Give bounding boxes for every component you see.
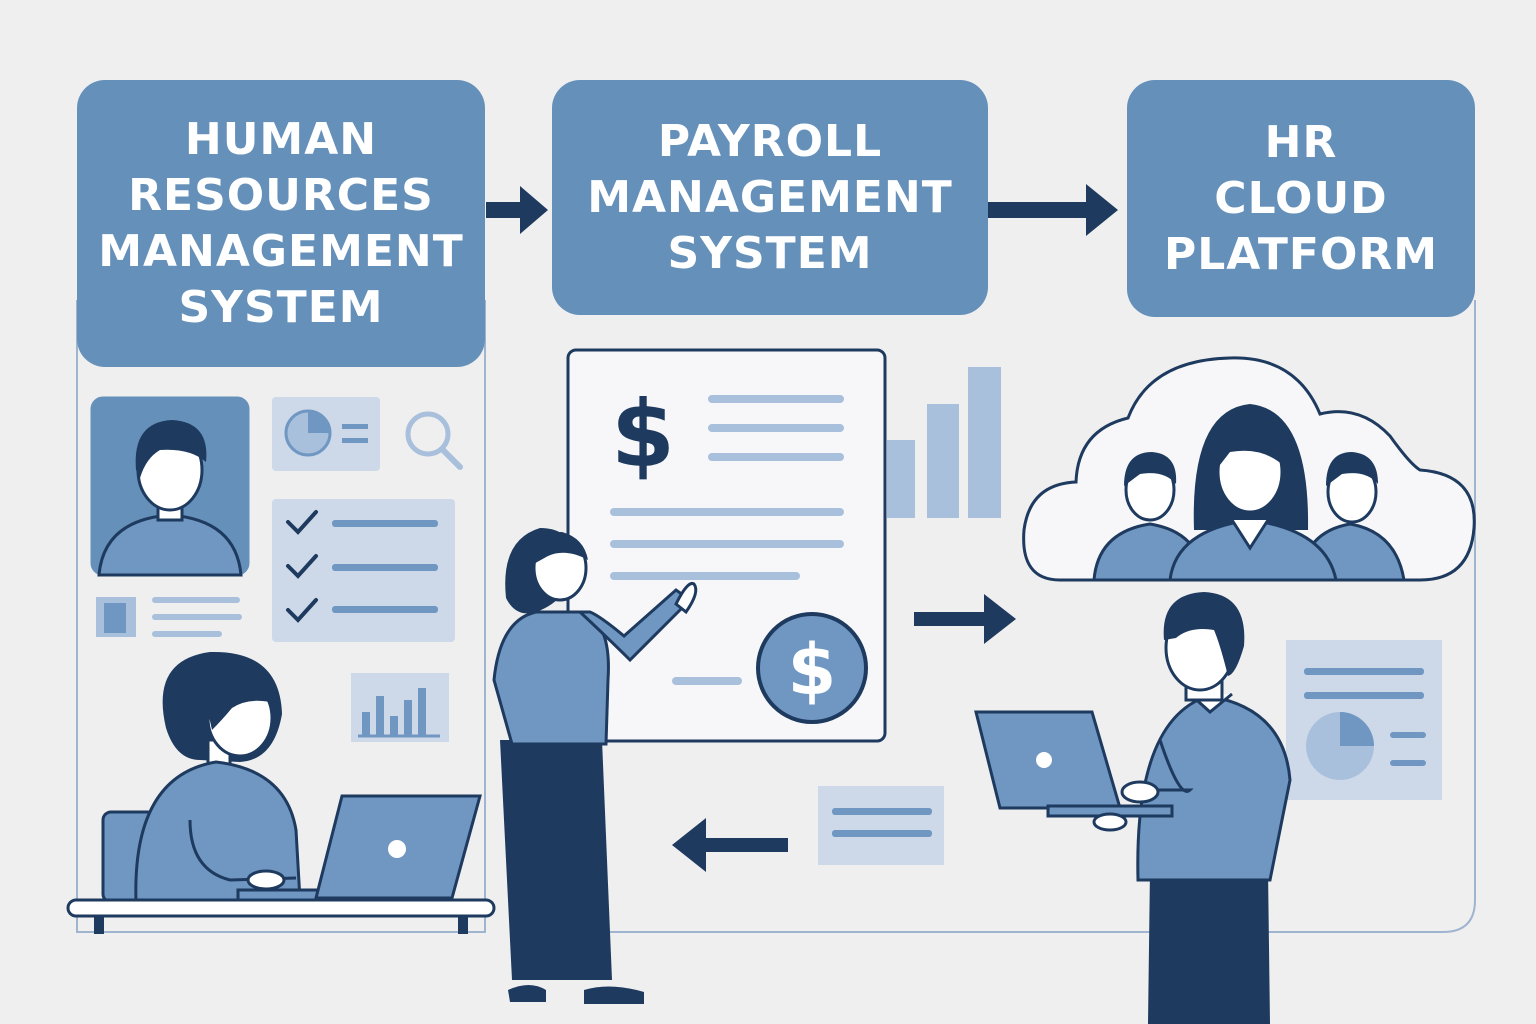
checklist-card [272,499,455,642]
arrow-payroll-to-cloud [988,184,1118,236]
cloud-with-team [1022,356,1476,582]
payslip-dollar-sign: $ [611,381,675,488]
hr-cloud-title-line: PLATFORM [1163,228,1439,280]
pie-chart-widget [272,397,380,471]
payroll-title-line: MANAGEMENT [587,171,953,223]
bar-chart-widget [351,673,449,742]
hrms-header: HUMAN RESOURCES MANAGEMENT SYSTEM [77,80,485,367]
payroll-header: PAYROLL MANAGEMENT SYSTEM [552,80,988,315]
search-icon [405,411,463,470]
man-with-laptop-figure [974,592,1292,1024]
arrow-hrms-to-payroll [486,186,548,234]
hrms-title-line: SYSTEM [178,281,384,333]
data-card [818,786,944,865]
hrms-title-line: MANAGEMENT [98,225,464,277]
hrms-panel-frame [76,300,486,933]
hr-cloud-title-line: HR [1264,116,1338,168]
payroll-title-line: SYSTEM [667,227,873,279]
payroll-bar-chart [887,367,1001,518]
woman-pointing-figure [492,528,698,1004]
arrow-back-to-hrms [672,818,788,872]
woman-at-laptop-figure [101,651,482,904]
hrms-title-line: HUMAN [184,113,378,165]
payroll-title-line: PAYROLL [657,115,883,167]
hr-cloud-title-line: CLOUD [1214,172,1388,224]
document-icon [96,597,242,637]
cloud-panel-frame [560,300,1476,933]
desk [66,898,496,934]
hrms-title-line: RESOURCES [128,169,434,221]
payslip-document: $ $ [566,348,887,743]
hr-cloud-header: HR CLOUD PLATFORM [1127,80,1475,317]
coin-dollar-sign: $ [788,629,837,711]
employee-profile-card [90,396,250,577]
arrow-payslip-to-cloud [914,594,1016,644]
report-card [1286,640,1442,800]
